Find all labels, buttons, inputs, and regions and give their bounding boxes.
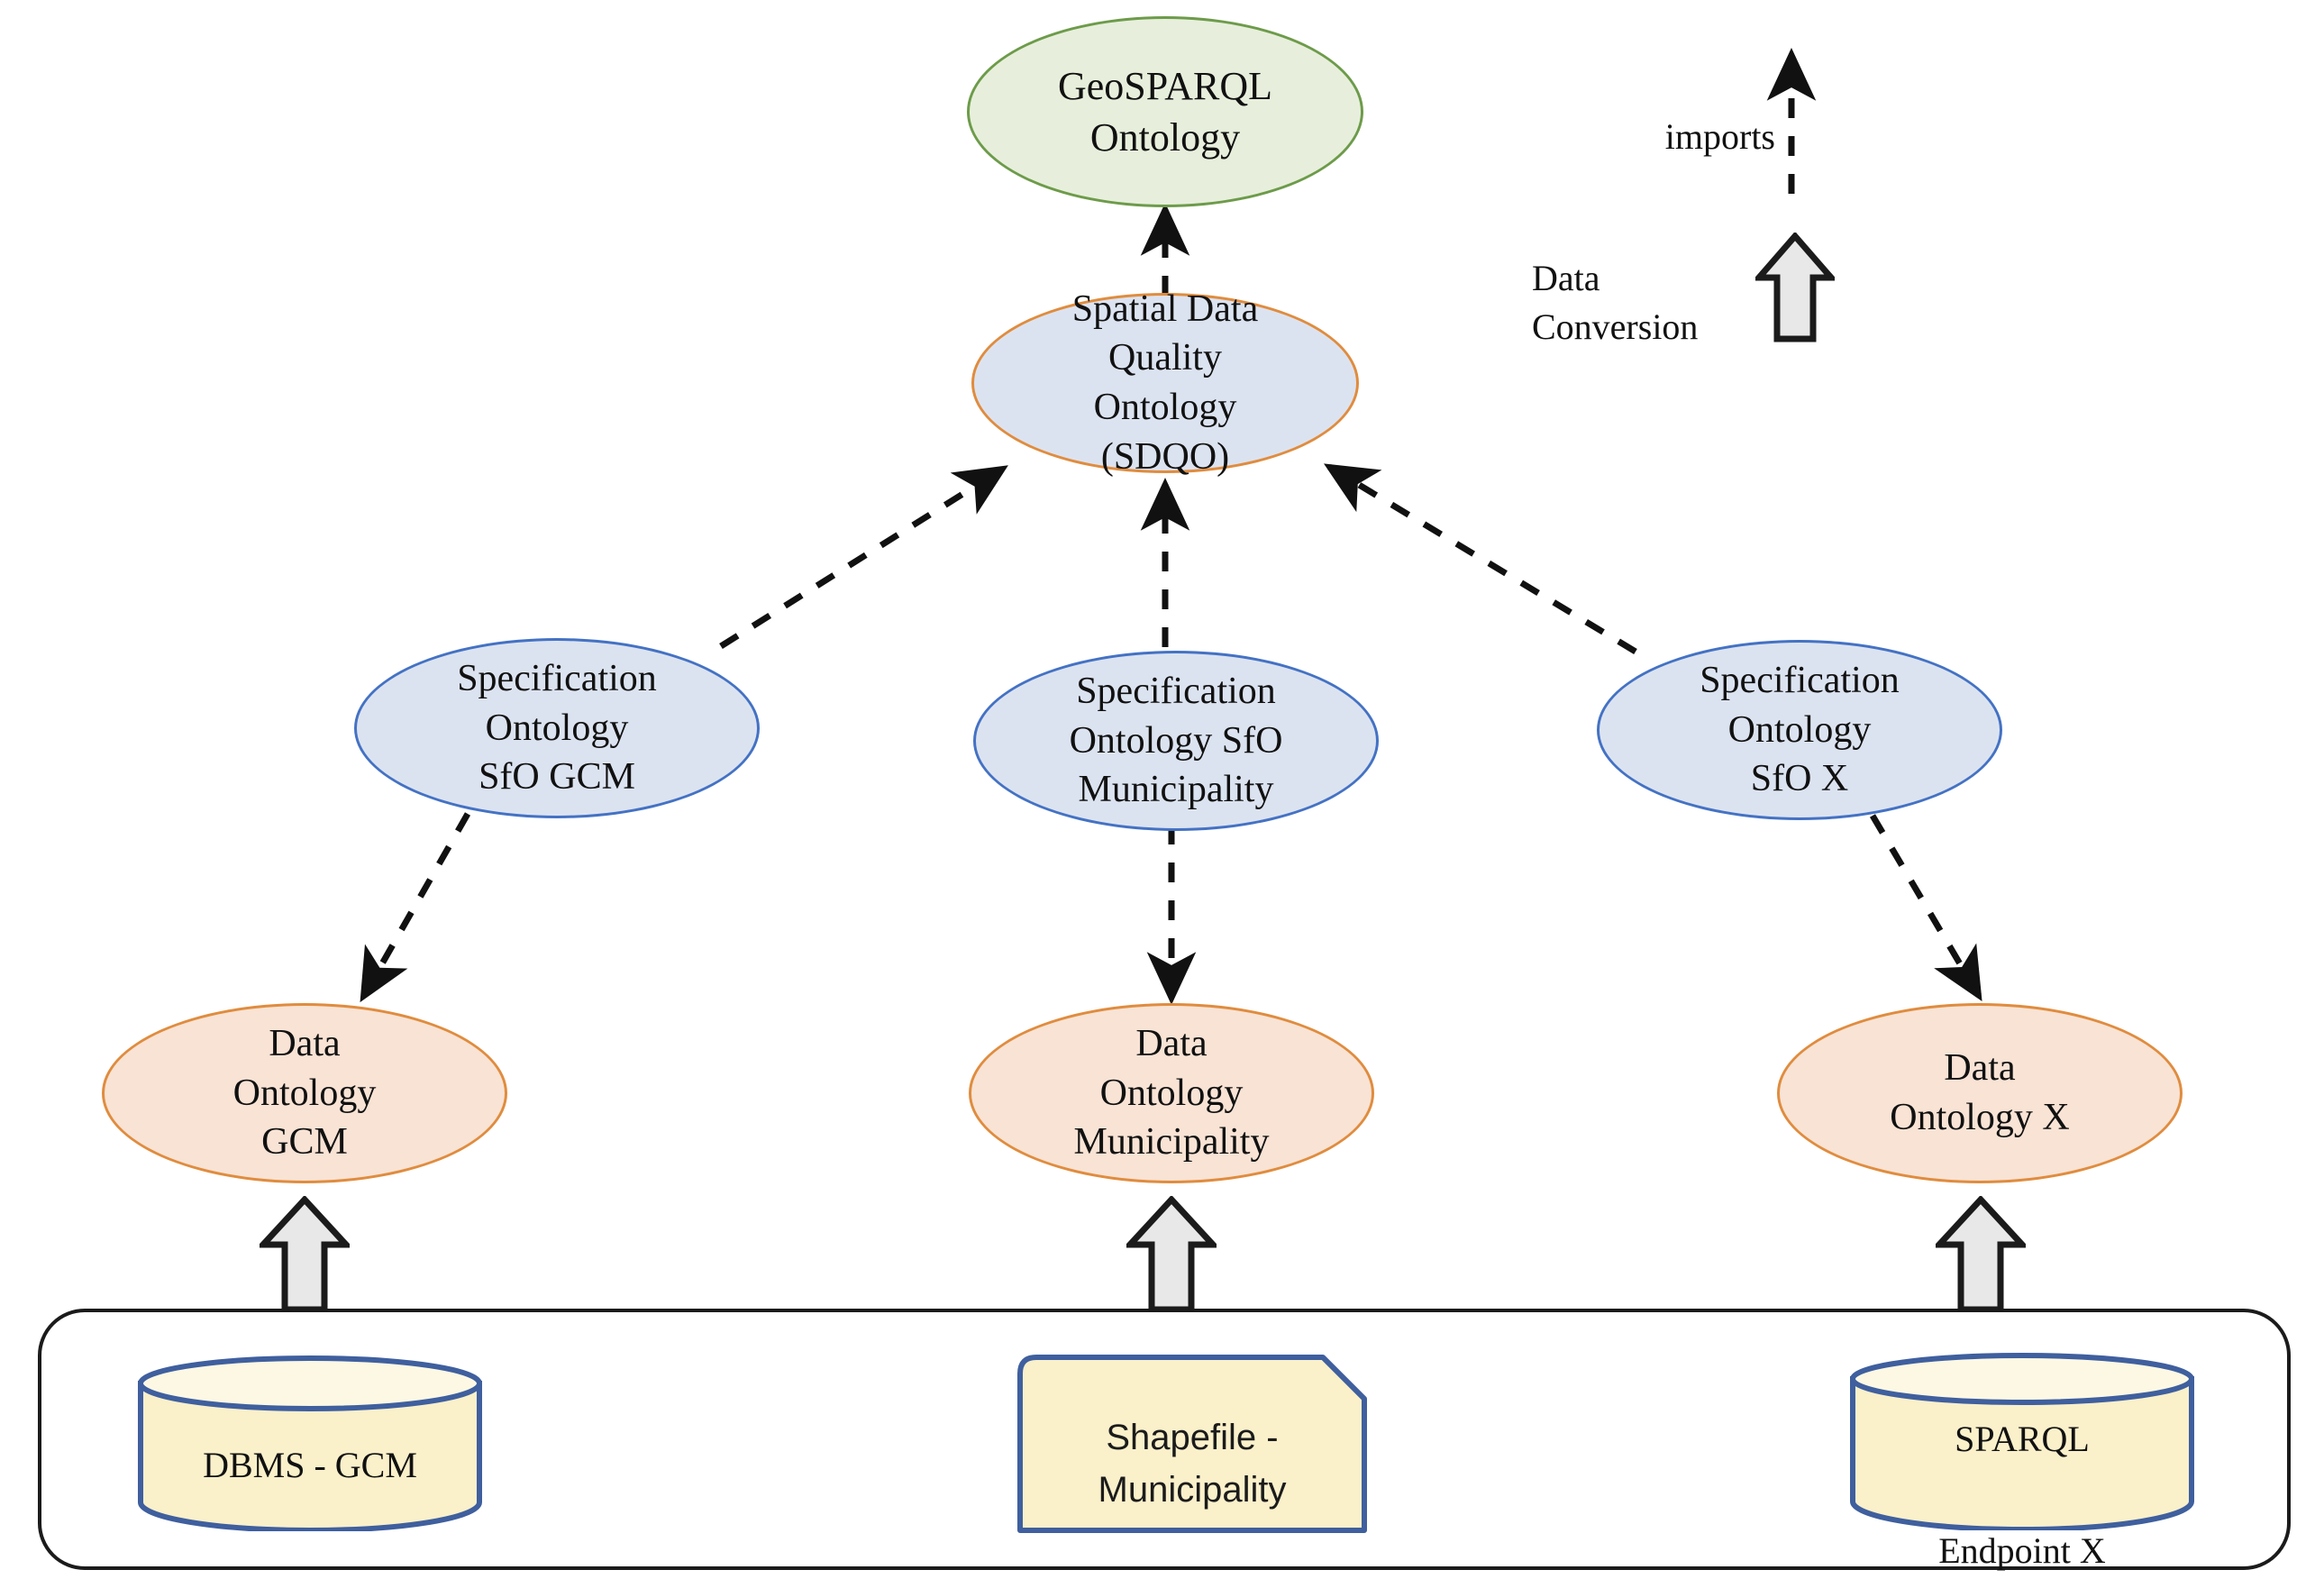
node-data-ontology-gcm-label: Data Ontology GCM	[232, 1023, 377, 1164]
node-specification-ontology-sfo-gcm-label: Specification Ontology SfO GCM	[457, 658, 657, 799]
node-data-ontology-gcm[interactable]: Data Ontology GCM	[102, 1003, 507, 1183]
edge-spec-x-to-sdqo	[1324, 463, 1637, 654]
data-conversion-arrow-x	[1932, 1194, 2029, 1313]
legend-data-conversion-label: Data Conversion	[1532, 258, 1699, 347]
source-shapefile-municipality-label: Shapefile - Municipality	[1098, 1418, 1287, 1510]
node-sdqo-label: Spatial Data Quality Ontology (SDQO)	[1071, 288, 1259, 478]
node-data-ontology-x-label: Data Ontology X	[1890, 1047, 2070, 1138]
source-sparql-endpoint-x-label: SPARQL Endpoint X	[1938, 1419, 2106, 1571]
legend-data-conversion-arrow	[1752, 231, 1838, 342]
edge-spec-gcm-to-sdqo	[719, 465, 1008, 649]
node-geosparql-ontology-label: GeoSPARQL Ontology	[1058, 63, 1272, 160]
source-shapefile-municipality[interactable]: Shapefile - Municipality	[1016, 1354, 1368, 1534]
node-specification-ontology-sfo-municipality-label: Specification Ontology SfO Municipality	[1069, 671, 1283, 811]
node-data-ontology-municipality[interactable]: Data Ontology Municipality	[969, 1003, 1374, 1183]
source-sparql-endpoint-x[interactable]: SPARQL Endpoint X	[1847, 1352, 2197, 1571]
node-specification-ontology-sfo-municipality[interactable]: Specification Ontology SfO Municipality	[973, 651, 1379, 831]
source-dbms-gcm[interactable]: DBMS - GCM	[135, 1355, 485, 1531]
node-specification-ontology-sfo-x-label: Specification Ontology SfO X	[1700, 660, 1900, 800]
node-specification-ontology-sfo-gcm[interactable]: Specification Ontology SfO GCM	[354, 638, 760, 818]
node-geosparql-ontology[interactable]: GeoSPARQL Ontology	[967, 16, 1363, 207]
source-dbms-gcm-label: DBMS - GCM	[203, 1445, 417, 1485]
edge-spec-gcm-to-data-gcm	[360, 812, 471, 1003]
node-sdqo[interactable]: Spatial Data Quality Ontology (SDQO)	[971, 288, 1359, 478]
node-specification-ontology-sfo-x[interactable]: Specification Ontology SfO X	[1597, 640, 2002, 820]
node-data-ontology-x[interactable]: Data Ontology X	[1777, 1003, 2183, 1183]
node-data-ontology-municipality-label: Data Ontology Municipality	[1073, 1023, 1270, 1164]
data-conversion-arrow-municipality	[1123, 1194, 1220, 1313]
legend-imports-label: imports	[1664, 116, 1775, 157]
data-conversion-arrow-gcm	[256, 1194, 353, 1313]
edge-spec-x-to-data-x	[1869, 814, 1982, 1002]
